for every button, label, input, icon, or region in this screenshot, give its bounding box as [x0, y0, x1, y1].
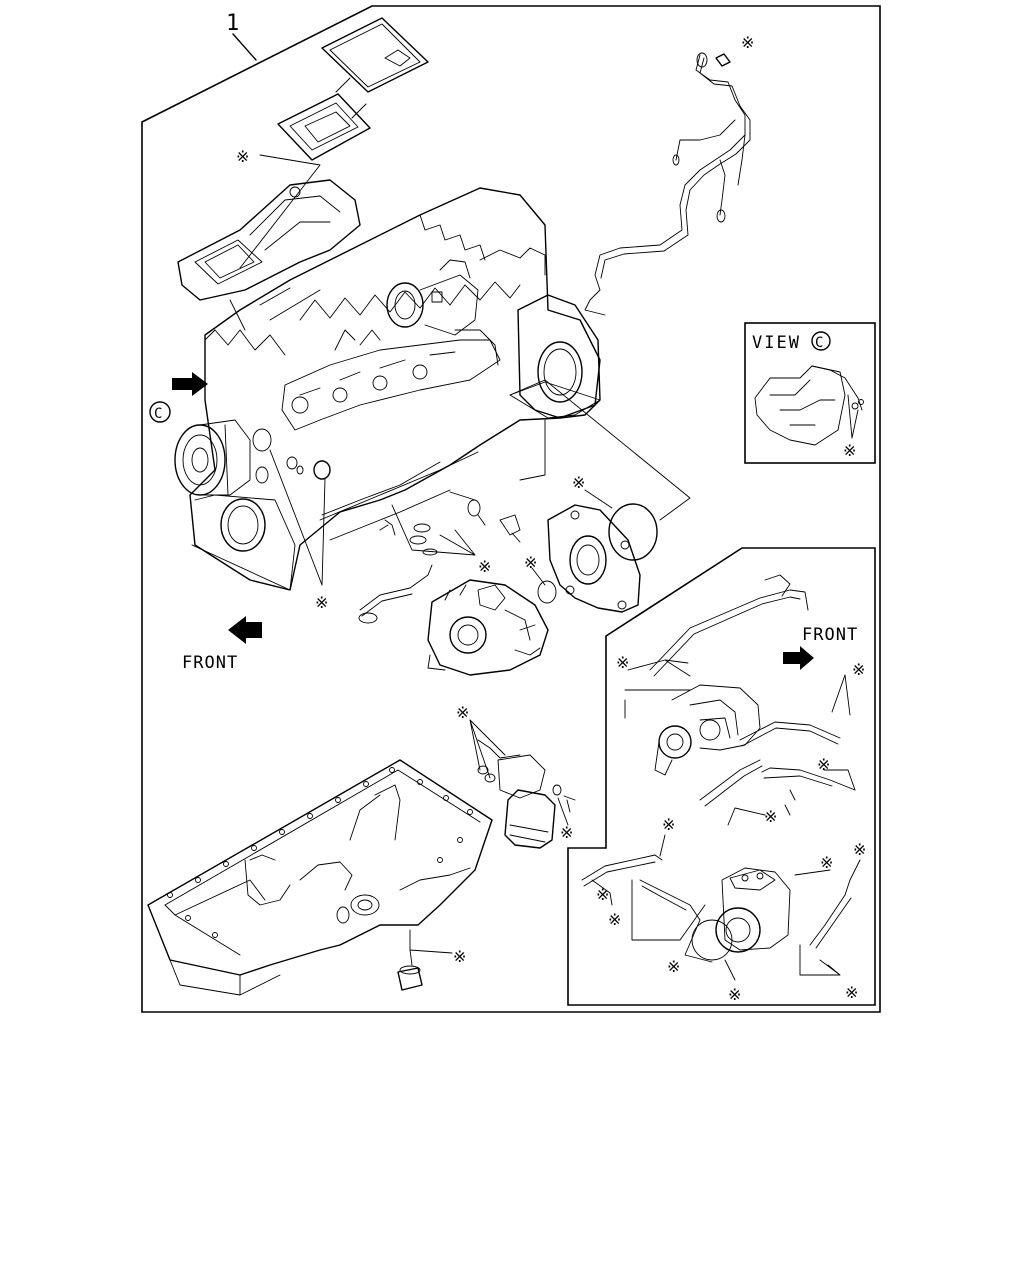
asterisk-marker: ※ — [820, 853, 833, 872]
turbo-inset: FRONT — [567, 547, 876, 1006]
circled-c-icon — [149, 401, 171, 423]
asterisk-marker: ※ — [478, 557, 491, 576]
arrow-right-icon — [783, 646, 814, 670]
asterisk-marker: ※ — [456, 703, 469, 722]
view-ref-marker: C — [154, 406, 162, 422]
asterisk-marker: ※ — [843, 441, 856, 460]
oil-pan: ※ — [147, 759, 493, 996]
arrow-right-icon — [172, 372, 208, 396]
wiring-harness: ※ — [584, 33, 754, 316]
asterisk-marker: ※ — [453, 947, 466, 966]
main-frame — [141, 5, 881, 1013]
callout-number: 1 — [226, 11, 239, 36]
intake-cover — [277, 17, 429, 161]
asterisk-marker: ※ — [764, 807, 777, 826]
view-c-inset: VIEW C ※ — [744, 322, 876, 464]
rear-cover: ※ ※ — [524, 473, 658, 613]
oil-filter: ※ ※ — [456, 703, 576, 849]
front-label-main: FRONT — [182, 653, 238, 673]
engine-block — [174, 187, 601, 591]
view-ref-letter: C — [815, 335, 823, 351]
asterisk-marker: ※ — [596, 885, 609, 904]
asterisk-marker: ※ — [852, 660, 865, 679]
asterisk-marker: ※ — [853, 840, 866, 859]
asterisk-marker: ※ — [315, 593, 328, 612]
front-seals: ※ — [269, 449, 331, 612]
asterisk-marker: ※ — [845, 983, 858, 1002]
asterisk-marker: ※ — [608, 910, 621, 929]
view-ref-circle — [811, 331, 831, 351]
asterisk-marker: ※ — [667, 957, 680, 976]
arrow-left-icon — [228, 616, 262, 644]
asterisk-marker: ※ — [741, 33, 754, 52]
asterisk-marker: ※ — [236, 147, 249, 166]
asterisk-marker: ※ — [560, 823, 573, 842]
asterisk-marker: ※ — [662, 815, 675, 834]
asterisk-marker: ※ — [524, 553, 537, 572]
fuel-pump: ※ — [358, 491, 549, 676]
front-label-inset: FRONT — [802, 625, 858, 645]
asterisk-marker: ※ — [817, 755, 830, 774]
intake-manifold: ※ — [177, 147, 361, 301]
callout-leader — [232, 33, 257, 61]
asterisk-marker: ※ — [572, 473, 585, 492]
asterisk-marker: ※ — [728, 985, 741, 1004]
view-label: VIEW — [752, 333, 801, 353]
asterisk-marker: ※ — [616, 653, 629, 672]
